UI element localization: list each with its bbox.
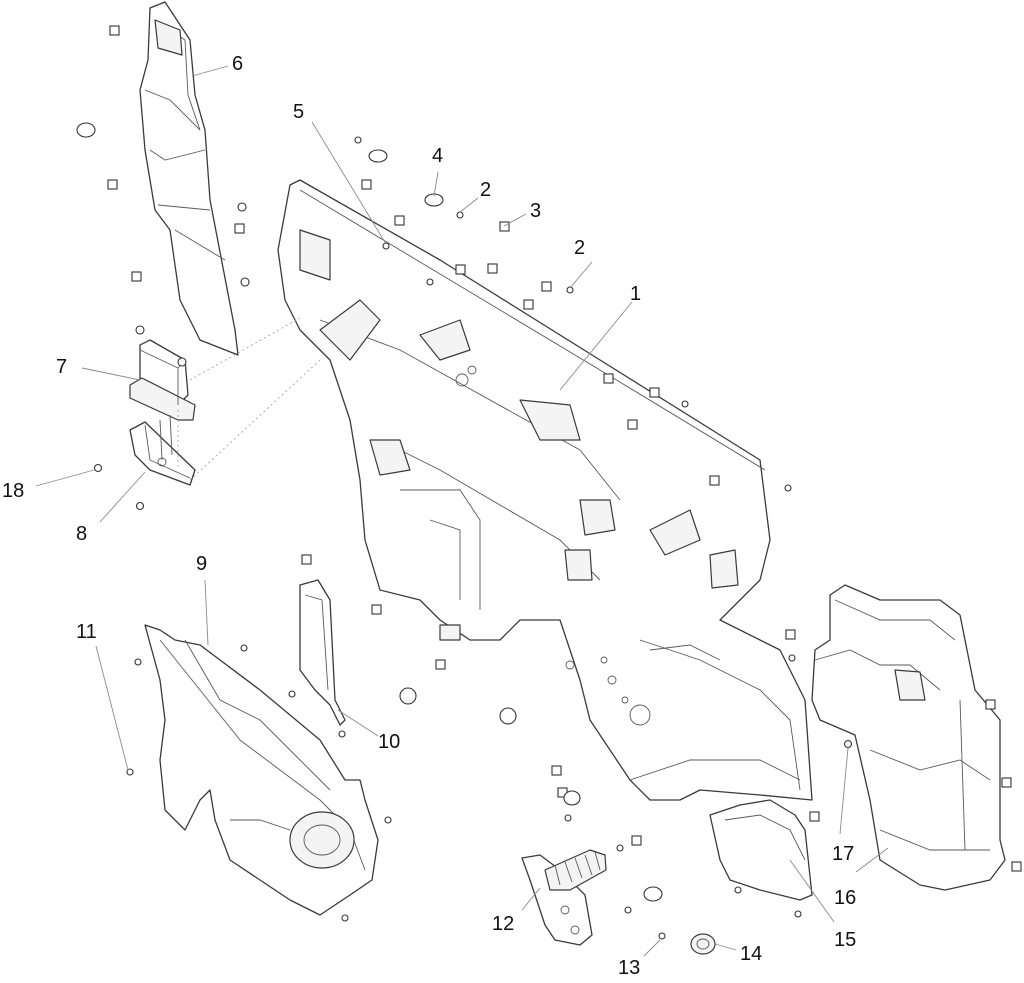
callout-17: 17 xyxy=(832,843,854,865)
part-10-vertical-panel xyxy=(299,579,346,726)
callout-2: 2 xyxy=(480,179,491,201)
callout-18: 18 xyxy=(2,480,24,502)
callout-4: 4 xyxy=(432,145,443,167)
part-6-upper-air-duct xyxy=(139,1,239,356)
part-1-inner-shield-panel xyxy=(277,179,813,801)
part-7-electronic-module xyxy=(129,339,196,421)
callout-13: 13 xyxy=(618,957,640,979)
callout-labels: 1 2 2 3 4 5 6 7 8 9 10 11 12 13 14 15 16… xyxy=(2,53,856,979)
assembly-guide-lines xyxy=(177,317,321,481)
callout-2: 2 xyxy=(574,237,585,259)
callout-10: 10 xyxy=(378,731,400,753)
callout-3: 3 xyxy=(530,200,541,222)
part-8-module-bracket xyxy=(129,414,196,486)
callout-12: 12 xyxy=(492,913,514,935)
part-9-lower-side-panel xyxy=(144,624,379,916)
part-12-rubber-boot-bracket xyxy=(521,849,607,946)
callout-9: 9 xyxy=(196,553,207,575)
callout-7: 7 xyxy=(56,356,67,378)
part-16-right-air-duct xyxy=(811,584,1006,891)
callout-5: 5 xyxy=(293,101,304,123)
callout-14: 14 xyxy=(740,943,762,965)
fastener-hardware xyxy=(76,25,1022,955)
callout-6: 6 xyxy=(232,53,243,75)
callout-1: 1 xyxy=(630,283,641,305)
callout-8: 8 xyxy=(76,523,87,545)
part-15-lower-cover xyxy=(709,799,813,901)
callout-16: 16 xyxy=(834,887,856,909)
callout-leader-lines xyxy=(35,65,889,957)
callout-15: 15 xyxy=(834,929,856,951)
callout-11: 11 xyxy=(76,621,97,643)
